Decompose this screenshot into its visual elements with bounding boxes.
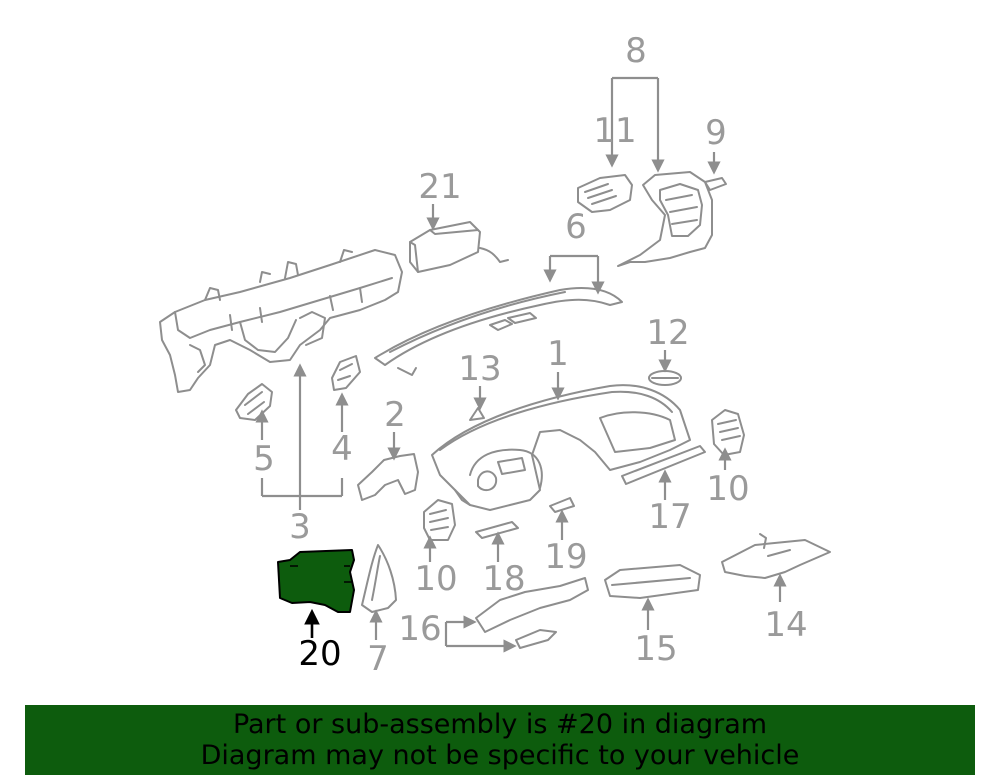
callout-12: 12: [646, 313, 689, 353]
callout-18: 18: [482, 559, 525, 599]
callout-2: 2: [384, 395, 406, 435]
callout-20: 20: [298, 634, 341, 674]
part-19-trim[interactable]: [549, 497, 575, 513]
part-9-small-trim[interactable]: [704, 177, 727, 191]
part-5-bracket[interactable]: [235, 383, 273, 421]
callout-21: 21: [418, 167, 461, 207]
callout-1: 1: [547, 334, 569, 374]
part-2-side-bracket[interactable]: [357, 453, 419, 501]
part-12-round-trim[interactable]: [648, 370, 682, 386]
callout-labels: 8 11 9 21 6 1 12 13 2 4 5 3 10 17 19 10 …: [253, 31, 807, 679]
banner-line-2: Diagram may not be specific to your vehi…: [200, 740, 800, 771]
part-6-upper-trim[interactable]: [374, 287, 623, 376]
callout-7: 7: [367, 639, 389, 679]
callout-4: 4: [331, 429, 353, 469]
part-21-airbag[interactable]: [409, 221, 509, 273]
part-10-right-vent[interactable]: [711, 409, 745, 456]
callout-10-left: 10: [414, 559, 457, 599]
parts-diagram: 8 11 9 21 6 1 12 13 2 4 5 3 10 17 19 10 …: [159, 31, 831, 679]
callout-17: 17: [648, 497, 691, 537]
part-10-left-vent[interactable]: [423, 499, 456, 541]
part-20-lower-cover[interactable]: [277, 549, 355, 613]
callout-14: 14: [764, 605, 807, 645]
callout-11: 11: [593, 111, 636, 151]
callout-13: 13: [458, 349, 501, 389]
part-11-center-vent[interactable]: [577, 174, 633, 213]
part-17-trim-strip[interactable]: [621, 445, 706, 485]
part-18-trim[interactable]: [475, 521, 519, 539]
part-16-glove-box[interactable]: [475, 577, 589, 649]
callout-5: 5: [253, 439, 275, 479]
part-3-reinforcement[interactable]: [159, 249, 403, 393]
part-1-instrument-panel[interactable]: [431, 384, 691, 511]
part-8-center-bezel[interactable]: [617, 171, 713, 267]
callout-9: 9: [705, 113, 727, 153]
info-banner: Part or sub-assembly is #20 in diagram D…: [25, 705, 975, 775]
callout-16: 16: [398, 609, 441, 649]
callout-3: 3: [289, 507, 311, 547]
leader-lines: [255, 76, 787, 653]
banner-line-1: Part or sub-assembly is #20 in diagram: [232, 709, 768, 740]
part-13-small-bracket[interactable]: [469, 407, 485, 421]
part-14-plate[interactable]: [721, 533, 831, 579]
part-15-module[interactable]: [604, 564, 701, 599]
part-7-end-cover[interactable]: [361, 544, 397, 613]
callout-15: 15: [634, 629, 677, 669]
part-4-bracket[interactable]: [331, 355, 361, 391]
callout-19: 19: [544, 537, 587, 577]
callout-6: 6: [565, 207, 587, 247]
callout-8: 8: [625, 31, 647, 71]
callout-10-right: 10: [706, 469, 749, 509]
